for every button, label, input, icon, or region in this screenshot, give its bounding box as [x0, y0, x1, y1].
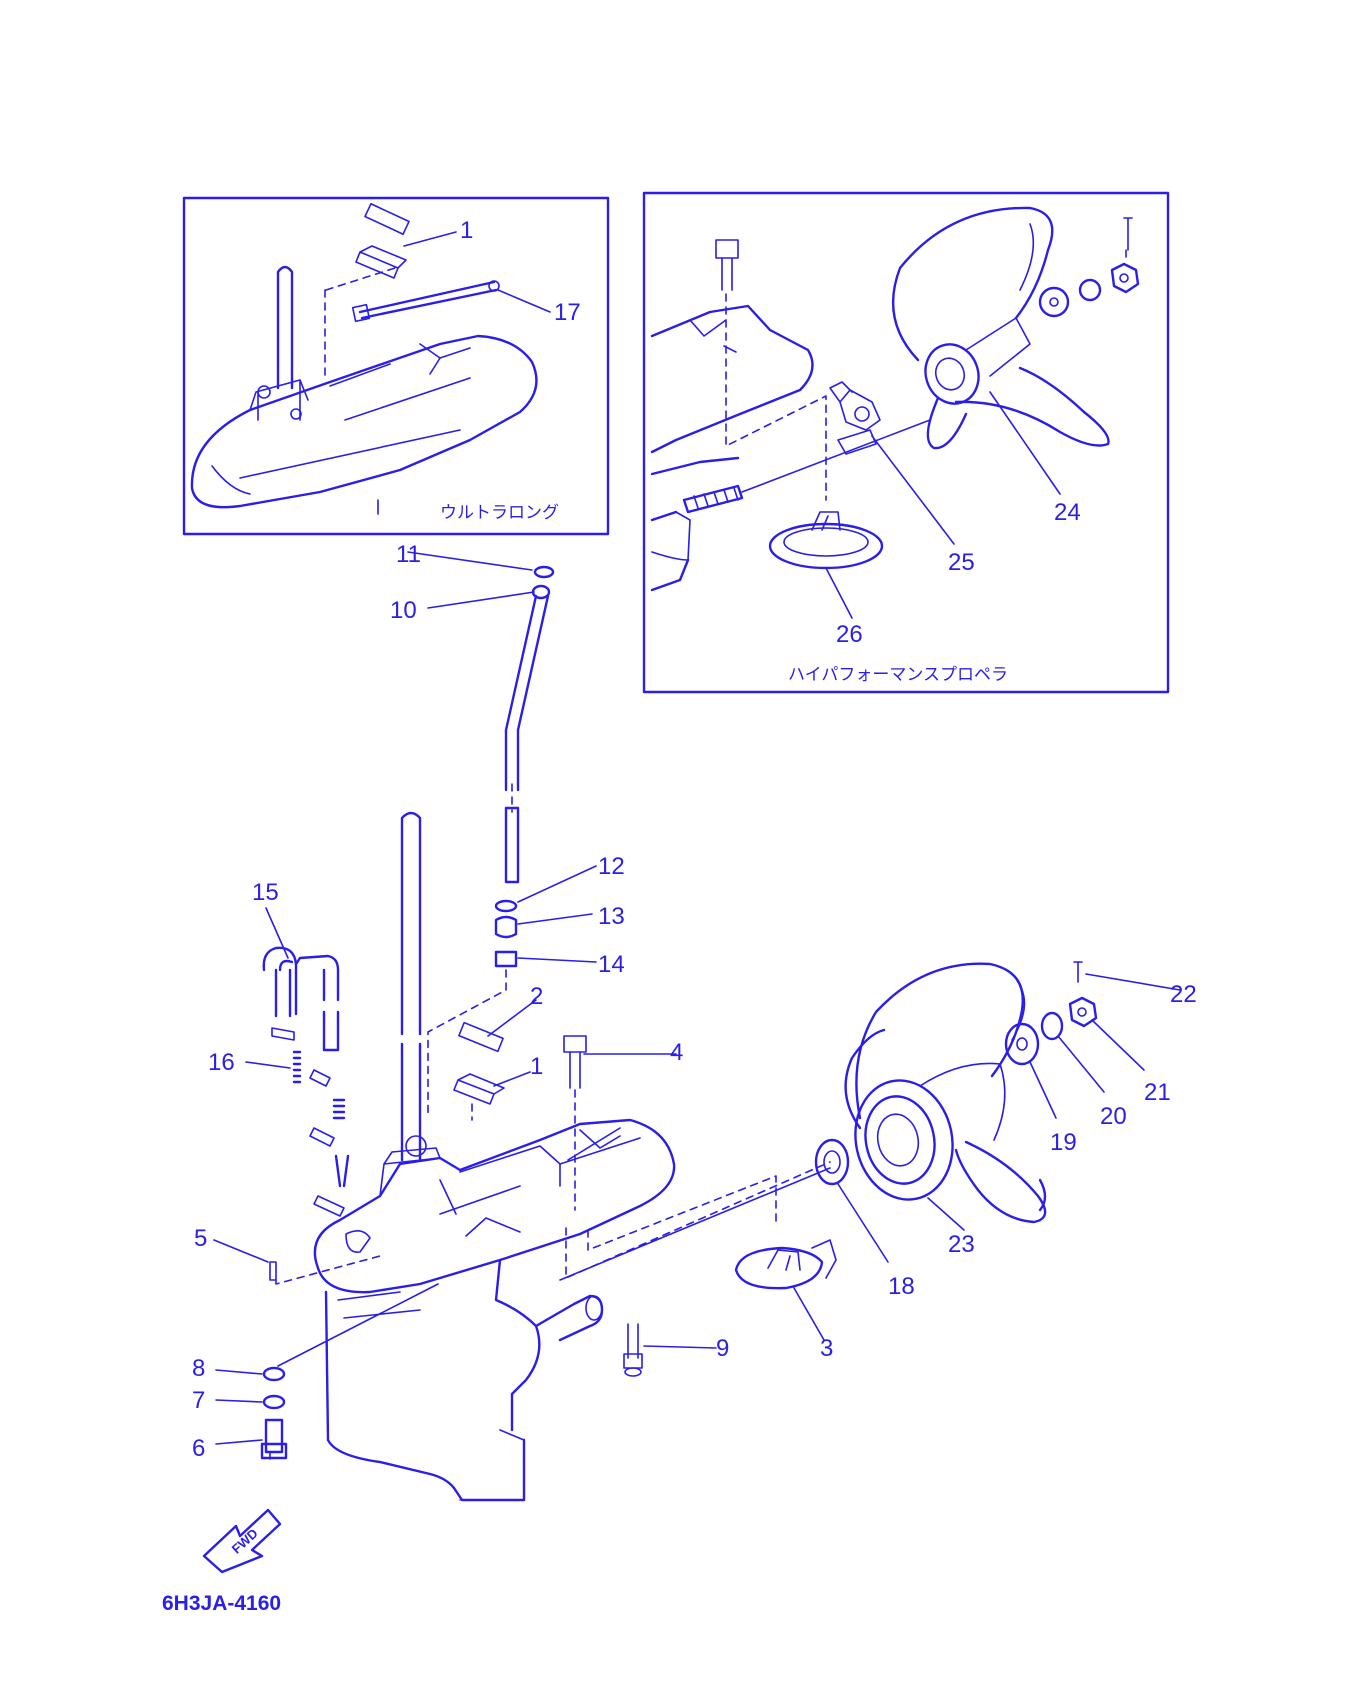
callout-3: 3: [820, 1335, 833, 1362]
callout-1: 1: [530, 1053, 543, 1080]
inset-frame: [182, 196, 610, 536]
inset-caption-high-performance-propeller: ハイパフォーマンスプロペラ: [788, 665, 1008, 685]
callout-20: 20: [1100, 1103, 1127, 1130]
callout-19: 19: [1050, 1129, 1077, 1156]
callout-6: 6: [192, 1435, 205, 1462]
callout-18: 18: [888, 1273, 915, 1300]
callout-15: 15: [252, 879, 279, 906]
callout-23: 23: [948, 1231, 975, 1258]
inset-frame: [642, 191, 1170, 694]
main-lower-unit-view: FWD 11 10 12 13 14 15 2 1 4 16: [162, 541, 1197, 1615]
inset-high-performance-propeller: 24 25 26 ハイパフォーマンスプロペラ: [642, 191, 1170, 694]
callout-11: 11: [396, 541, 421, 568]
callout-24: 24: [1054, 499, 1081, 526]
callout-1-inset: 1: [460, 217, 473, 244]
callout-5: 5: [194, 1225, 207, 1252]
callout-13: 13: [598, 903, 625, 930]
callout-17: 17: [554, 299, 581, 326]
callout-14: 14: [598, 951, 625, 978]
callout-16: 16: [208, 1049, 235, 1076]
drawing-code: 6H3JA-4160: [162, 1592, 281, 1615]
callout-4: 4: [670, 1039, 683, 1066]
inset-ultra-long: 1 17 ウルトラロング: [182, 196, 610, 536]
callout-12: 12: [598, 853, 625, 880]
callout-2: 2: [530, 983, 543, 1010]
callout-10: 10: [390, 597, 417, 624]
callout-26: 26: [836, 621, 863, 648]
callout-7: 7: [192, 1387, 205, 1414]
callout-9: 9: [716, 1335, 729, 1362]
fwd-arrow-icon: FWD: [202, 1508, 282, 1574]
callout-8: 8: [192, 1355, 205, 1382]
callout-22: 22: [1170, 981, 1197, 1008]
inset-caption-ultra-long: ウルトラロング: [440, 503, 559, 523]
callout-21: 21: [1144, 1079, 1171, 1106]
callout-25: 25: [948, 549, 975, 576]
